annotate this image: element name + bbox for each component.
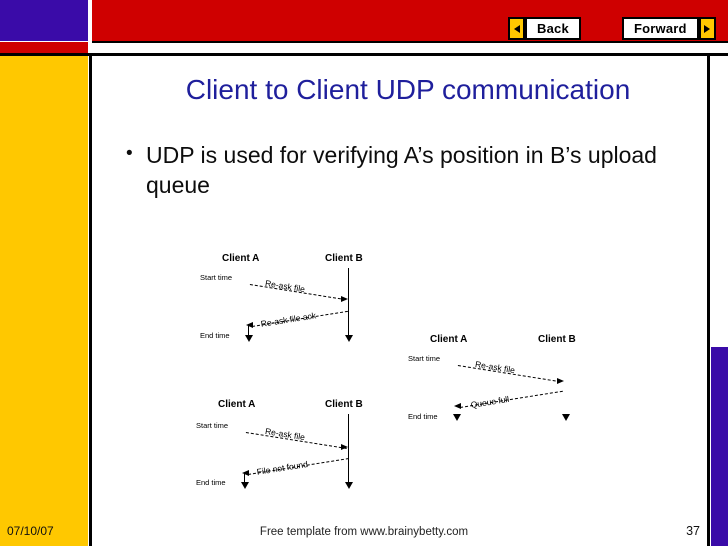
diagram-3-end-time: End time — [196, 478, 226, 487]
right-rail-border — [707, 56, 710, 546]
diagram-2-right-actor: Client B — [538, 334, 576, 345]
right-purple-rail — [711, 347, 728, 546]
back-button-label[interactable]: Back — [525, 17, 581, 40]
diagram-1-message-1-label: Re-ask file — [264, 278, 306, 295]
back-button[interactable]: Back — [508, 17, 581, 40]
header-red-accent-block — [0, 42, 88, 53]
diagram-3-message-2-arrowhead — [242, 470, 249, 476]
diagram-1-lifeline-b — [348, 268, 349, 338]
bullet-text: UDP is used for verifying A’s position i… — [146, 142, 657, 199]
diagram-3-message-1-arrowhead — [341, 444, 348, 450]
bullet-list-item: • UDP is used for verifying A’s position… — [126, 140, 666, 201]
page-title: Client to Client UDP communication — [185, 74, 631, 105]
diagram-1-lifeline-a — [248, 325, 249, 337]
diagram-1-message-2-label: Re-ask file ack — [260, 310, 317, 329]
diagram-3-lifeline-b — [348, 414, 349, 485]
header-purple-block — [0, 0, 88, 41]
diagram-1-lifeline-a-arrow — [244, 335, 253, 342]
diagram-1-end-time: End time — [200, 331, 230, 340]
triangle-right-icon[interactable] — [698, 17, 716, 40]
diagram-2-message-2-arrowhead — [454, 403, 461, 409]
footer-page-number: 37 — [686, 524, 700, 538]
diagram-2-end-time: End time — [408, 412, 438, 421]
header-divider-rule — [0, 53, 728, 56]
triangle-left-icon[interactable] — [508, 17, 525, 40]
diagram-2-start-time: Start time — [408, 354, 441, 363]
left-rail-border — [89, 56, 92, 546]
bullet-marker-icon: • — [126, 143, 133, 164]
diagram-3-start-time: Start time — [196, 421, 229, 430]
sequence-diagram-1: Client A Client B Start time End time Re… — [200, 253, 380, 348]
diagram-3-lifeline-b-arrow — [344, 482, 353, 489]
diagram-3-left-actor: Client A — [218, 399, 256, 410]
diagram-1-start-time: Start time — [200, 273, 233, 282]
diagram-3-lifeline-a-arrow — [240, 482, 249, 489]
diagram-3-message-2-label: File not found — [256, 458, 309, 477]
sequence-diagram-2: Client A Client B Start time End time Re… — [408, 334, 593, 429]
forward-button-label[interactable]: Forward — [622, 17, 699, 40]
diagram-1-left-actor: Client A — [222, 253, 260, 264]
diagram-3-lifeline-a — [244, 473, 245, 484]
sequence-diagram-3: Client A Client B Start time End time Re… — [196, 399, 381, 494]
diagram-1-right-actor: Client B — [325, 253, 363, 264]
diagram-2-left-actor: Client A — [430, 334, 468, 345]
diagram-3-right-actor: Client B — [325, 399, 363, 410]
footer-credit: Free template from www.brainybetty.com — [259, 526, 469, 538]
header-divider-upper — [92, 41, 728, 43]
diagram-2-message-1-arrowhead — [557, 378, 564, 384]
diagram-1-message-1-arrowhead — [341, 296, 348, 302]
diagram-2-lifeline-b-arrow — [561, 414, 570, 421]
left-yellow-rail — [0, 56, 88, 546]
forward-button[interactable]: Forward — [622, 17, 716, 40]
diagram-2-lifeline-a-arrow — [452, 414, 461, 421]
diagram-2-message-2-label: Queue full — [470, 393, 510, 410]
footer-date: 07/10/07 — [7, 524, 54, 538]
diagram-1-lifeline-b-arrow — [344, 335, 353, 342]
diagram-1-message-2-arrowhead — [246, 322, 253, 328]
